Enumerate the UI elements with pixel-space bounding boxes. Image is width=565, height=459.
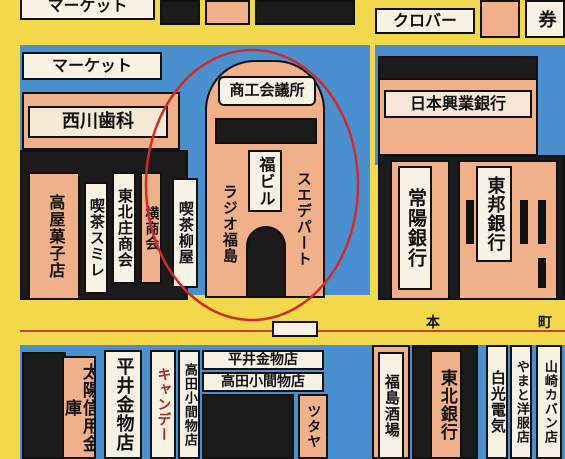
toho-ginko-sign: 東邦銀行 bbox=[476, 166, 512, 262]
toho-window-3 bbox=[538, 200, 546, 244]
toho-window-2 bbox=[520, 200, 528, 244]
hirai-kanamono-horizontal-sign: 平井金物店 bbox=[202, 350, 324, 370]
top-building-a bbox=[160, 0, 200, 25]
toho-window-1 bbox=[466, 200, 474, 244]
street-name-hon: 本 bbox=[426, 315, 440, 331]
chamber-sign: 商工会議所 bbox=[218, 76, 316, 106]
yokoso-sign: 横商会 bbox=[140, 172, 162, 284]
bottom-left-building bbox=[22, 352, 66, 459]
yamato-yofukuten-sign: やまと洋服店 bbox=[510, 345, 532, 459]
takada-komono-vertical-sign: 高田小間物店 bbox=[178, 350, 200, 459]
fukubiru-sign: 福ビル bbox=[248, 150, 282, 212]
department-store-sign: スエデパート bbox=[288, 150, 318, 288]
yamazaki-kaban-sign: 山崎カバン店 bbox=[536, 345, 562, 459]
fukubiru-windows bbox=[215, 118, 317, 144]
fukubiru-arch-door bbox=[246, 226, 286, 298]
market-top-sign: マーケット bbox=[20, 0, 155, 20]
taiyo-shinyo-sign: 太陽信用金庫 bbox=[62, 356, 96, 459]
nishikawa-sign: 西川歯科 bbox=[28, 106, 168, 138]
kissa-yanagiya-sign: 喫茶柳屋 bbox=[172, 178, 198, 288]
tohoku-sign: 東北庄商会 bbox=[112, 172, 136, 284]
clover-sign: クロバー bbox=[375, 8, 475, 34]
top-building-b bbox=[205, 0, 250, 25]
hirai-kanamono-vertical-sign: 平井金物店 bbox=[104, 350, 142, 459]
top-building-c bbox=[255, 0, 355, 25]
takada-komono-horizontal-sign: 高田小間物店 bbox=[202, 372, 324, 392]
top-building-d bbox=[480, 0, 520, 38]
takaya-sign: 高屋菓子店 bbox=[40, 180, 70, 292]
candy-sign: キャンデー bbox=[150, 350, 176, 459]
joyo-ginko-sign: 常陽銀行 bbox=[398, 166, 432, 290]
bottom-center-building bbox=[202, 394, 294, 459]
market-sign: マーケット bbox=[22, 52, 162, 80]
tsutaya-sign: ツタヤ bbox=[298, 394, 328, 459]
radio-fukushima-sign: ラジオ福島 bbox=[215, 160, 243, 288]
ken-sign: 券 bbox=[525, 0, 565, 38]
fukushima-sakaba-sign: 福島酒場 bbox=[378, 352, 404, 459]
street-box-label bbox=[272, 321, 318, 337]
toho-window-4 bbox=[538, 258, 546, 288]
nihon-kogyo-roof bbox=[378, 56, 538, 80]
hakko-denki-sign: 白光電気 bbox=[486, 345, 508, 459]
kissa-sumire-sign: 喫茶スミレ bbox=[84, 182, 108, 294]
street-name-cho: 町 bbox=[538, 315, 552, 331]
nihon-kogyo-ginko-sign: 日本興業銀行 bbox=[384, 90, 532, 118]
tohoku-ginko-sign: 東北銀行 bbox=[430, 350, 462, 459]
